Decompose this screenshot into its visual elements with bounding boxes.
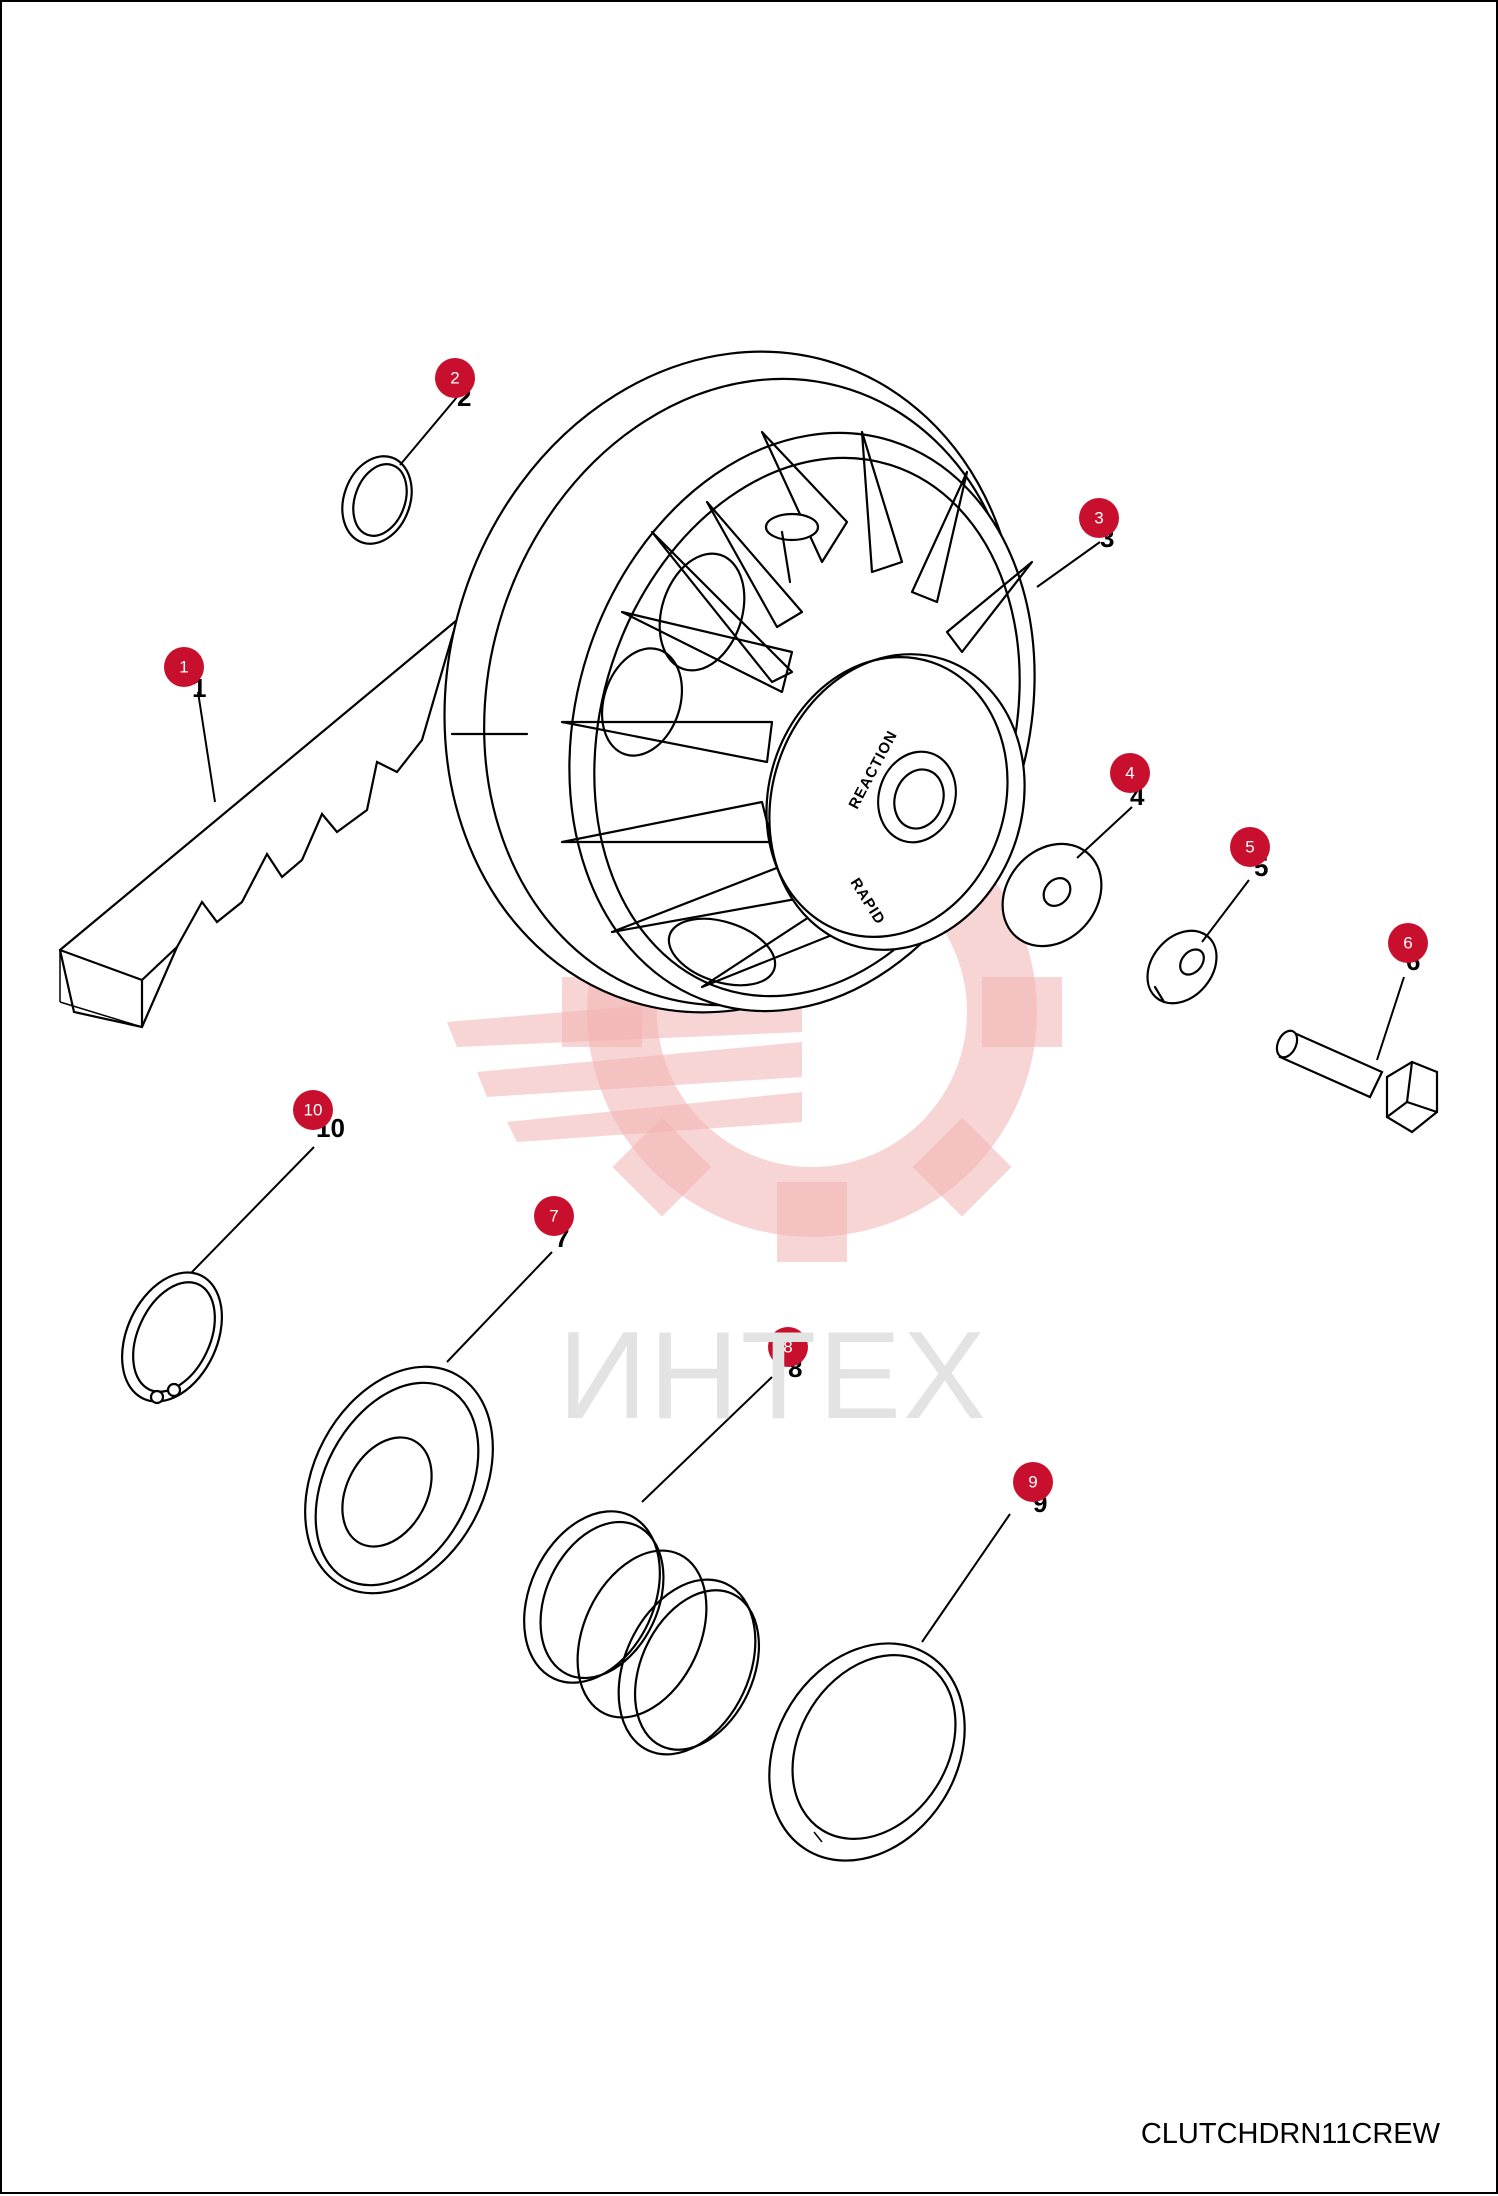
callout-5-label: 5 xyxy=(1245,838,1254,857)
drive-belt xyxy=(58,616,460,1029)
bushing-ring xyxy=(768,1642,966,1862)
washer-large xyxy=(1001,842,1103,948)
callout-4[interactable]: 4 xyxy=(1110,753,1150,793)
bolt xyxy=(1275,1029,1439,1134)
callout-1[interactable]: 1 xyxy=(164,647,204,687)
callout-1-label: 1 xyxy=(179,658,188,677)
callout-10[interactable]: 10 xyxy=(293,1090,333,1130)
callout-7[interactable]: 7 xyxy=(534,1196,574,1236)
callout-5[interactable]: 5 xyxy=(1230,827,1270,867)
drawing-code: CLUTCHDRN11CREW xyxy=(1140,2118,1440,2150)
circlip xyxy=(121,1271,223,1405)
callout-9-label: 9 xyxy=(1028,1473,1037,1492)
callout-8[interactable]: 8 xyxy=(768,1327,808,1367)
coil-spring xyxy=(523,1510,761,1756)
o-ring xyxy=(341,455,413,545)
callout-2-label: 2 xyxy=(450,369,459,388)
callout-7-label: 7 xyxy=(549,1207,558,1226)
callout-3[interactable]: 3 xyxy=(1079,498,1119,538)
callout-10-label: 10 xyxy=(304,1101,323,1120)
washer-small xyxy=(1146,929,1218,1005)
callout-6-label: 6 xyxy=(1403,934,1412,953)
leader-lines xyxy=(191,396,1405,1643)
driven-clutch: REACTION RAPID xyxy=(443,350,1036,1014)
watermark-text: ИНТЕХ xyxy=(558,1307,988,1445)
callout-8-label: 8 xyxy=(783,1338,792,1357)
callout-3-label: 3 xyxy=(1094,509,1103,528)
callout-6[interactable]: 6 xyxy=(1388,923,1428,963)
callout-2[interactable]: 2 xyxy=(435,358,475,398)
callout-9[interactable]: 9 xyxy=(1013,1462,1053,1502)
callout-4-label: 4 xyxy=(1125,764,1134,783)
spring-seat xyxy=(304,1365,494,1595)
